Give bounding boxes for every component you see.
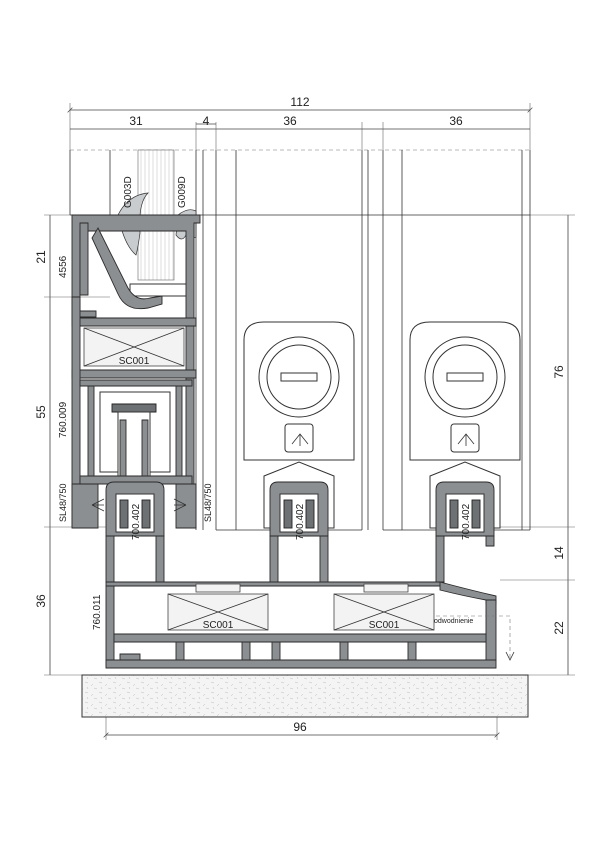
roller-3 xyxy=(435,481,495,537)
dim-left-upper: 21 xyxy=(34,250,48,264)
roller-1 xyxy=(105,481,165,537)
roller-1-label: 700.402 xyxy=(131,503,142,540)
upper-frame-lines xyxy=(69,149,531,531)
profile-upper-label: 4556 xyxy=(58,255,69,278)
profile-lower-label: 760.011 xyxy=(92,594,103,630)
glass-spacer xyxy=(129,283,189,297)
dim-overall-width: 112 xyxy=(290,95,309,109)
dim-sash-1-width: 36 xyxy=(283,114,297,128)
brush-right-label: SL48/750 xyxy=(203,483,213,522)
roller-2-label: 700.402 xyxy=(295,503,306,540)
fixed-frame-profile xyxy=(71,214,201,529)
concrete-base xyxy=(81,674,529,718)
profile-mid-label: 760.009 xyxy=(58,401,69,438)
gasket-left-label: G003D xyxy=(123,176,134,208)
gasket-right-label: G009D xyxy=(177,176,188,208)
dim-frame-width: 31 xyxy=(129,114,143,128)
dim-right-rail-gap: 14 xyxy=(552,546,566,560)
roller-3-label: 700.402 xyxy=(461,503,472,540)
bottom-track-profile xyxy=(105,535,515,669)
dim-left-middle: 55 xyxy=(34,405,48,419)
insulator-bottom-2-label: SC001 xyxy=(369,620,400,631)
sash-1 xyxy=(243,321,355,529)
dim-gap-width: 4 xyxy=(203,114,210,128)
insulator-bottom-1-label: SC001 xyxy=(203,620,234,631)
dim-left-lower: 36 xyxy=(34,594,48,608)
brush-left-label: SL48/750 xyxy=(58,483,68,522)
roller-2 xyxy=(269,481,329,537)
dim-bottom-width: 96 xyxy=(293,720,307,734)
drainage-label: odwodnienie xyxy=(434,618,473,625)
insulator-top-label: SC001 xyxy=(119,356,150,367)
dim-sash-2-width: 36 xyxy=(449,114,463,128)
dim-right-base: 22 xyxy=(552,621,566,635)
dim-right-height: 76 xyxy=(552,365,566,379)
